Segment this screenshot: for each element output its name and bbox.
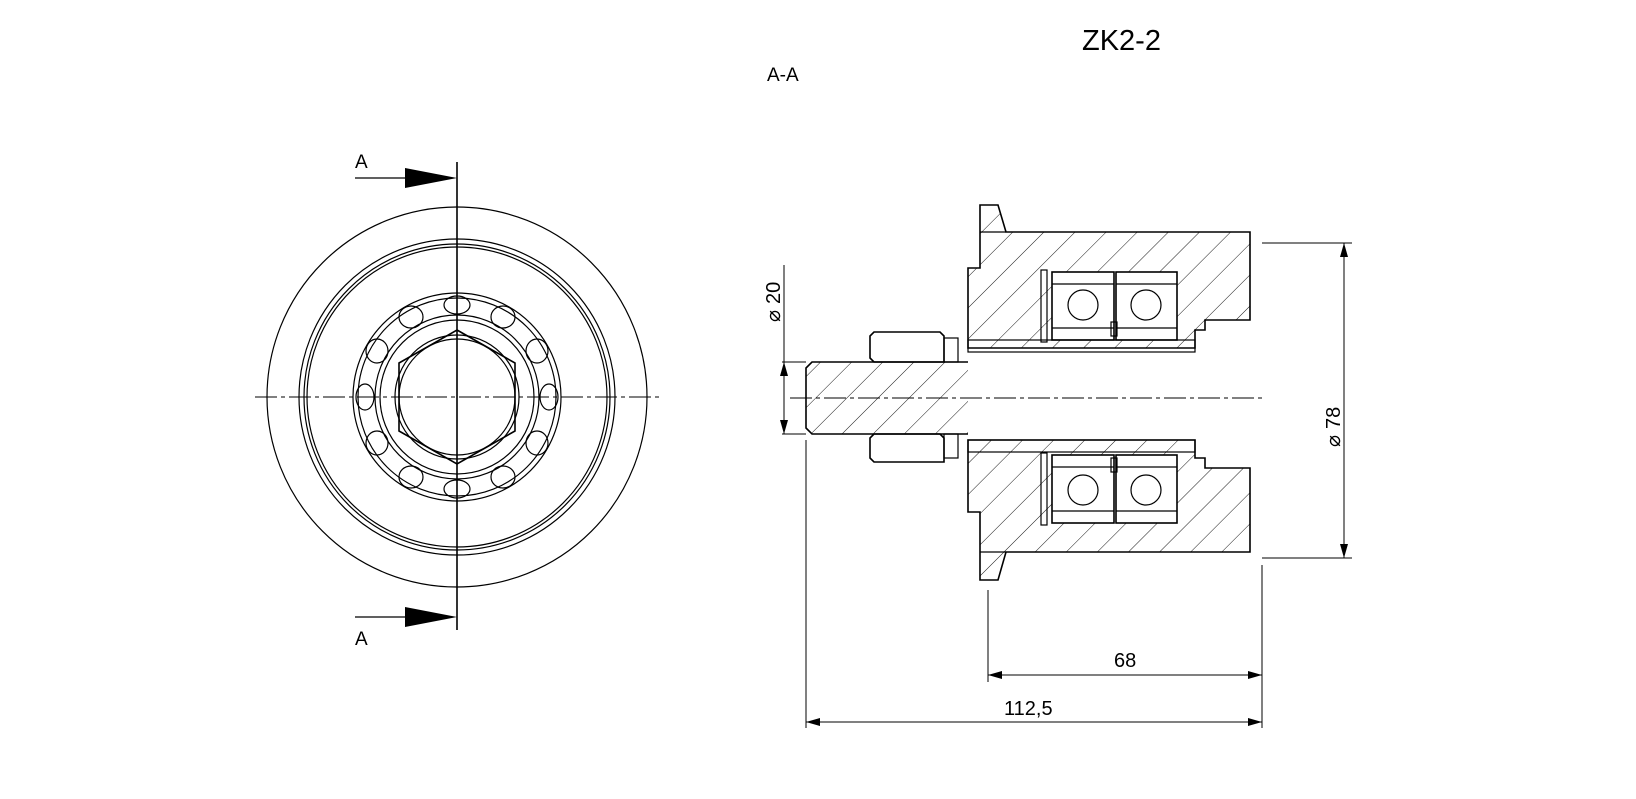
bearing-top — [1040, 269, 1178, 343]
cut-marker-top: A — [355, 152, 457, 188]
cut-marker-top-label: A — [355, 152, 368, 173]
dim-body-diameter: ⌀ 78 — [1262, 242, 1352, 559]
cut-marker-bottom-label: A — [355, 629, 368, 650]
dim-overall-length: 112,5 — [805, 440, 1262, 728]
dim-body-diameter-value: 78 — [1323, 407, 1345, 429]
section-label: A-A — [767, 65, 799, 86]
drawing-title: ZK2-2 — [1082, 25, 1161, 57]
shaft-nut — [869, 331, 959, 463]
dim-shaft-diameter-value: 20 — [763, 282, 785, 304]
cut-marker-bottom: A — [355, 607, 457, 650]
section-view — [790, 204, 1262, 581]
dim-overall-length-value: 112,5 — [1004, 698, 1053, 720]
dim-body-diameter-symbol: ⌀ — [1323, 435, 1345, 447]
dim-shaft-diameter: ⌀ 20 — [763, 265, 806, 435]
dim-body-length: 68 — [987, 565, 1263, 728]
bearing-bottom — [1040, 452, 1178, 526]
dim-shaft-diameter-symbol: ⌀ — [763, 310, 785, 322]
front-view: A A — [255, 152, 660, 650]
dim-body-length-value: 68 — [1114, 650, 1136, 672]
